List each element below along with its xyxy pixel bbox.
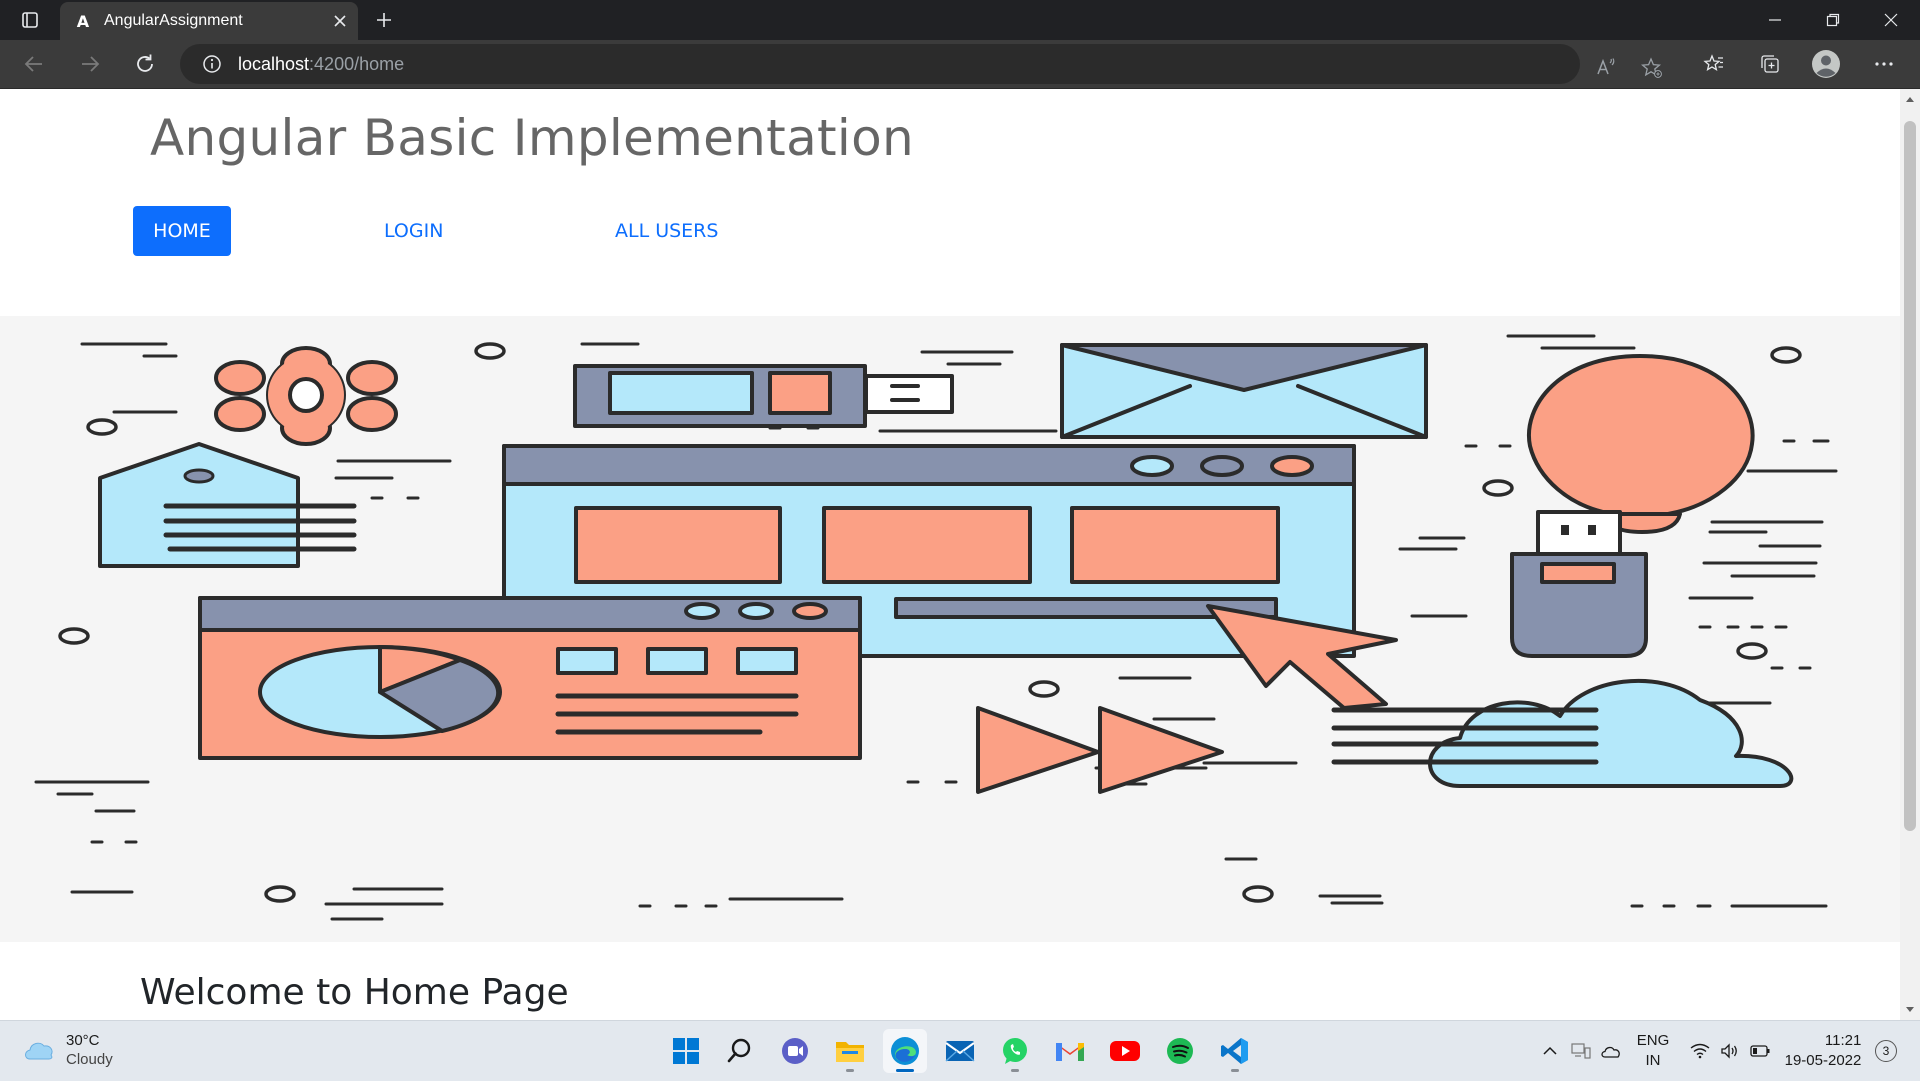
language-indicator[interactable]: ENG IN	[1628, 1021, 1678, 1081]
forward-arrow-icon[interactable]	[72, 46, 108, 82]
windows-taskbar: 30°C Cloudy	[0, 1020, 1920, 1081]
running-indicator	[896, 1069, 914, 1072]
tray-device-icon[interactable]	[1568, 1021, 1594, 1081]
nav-home-button[interactable]: HOME	[133, 206, 231, 256]
restore-icon[interactable]	[1804, 0, 1862, 40]
file-explorer-button[interactable]	[828, 1029, 872, 1073]
read-aloud-icon[interactable]	[1592, 54, 1620, 82]
web-development-illustration	[34, 334, 1838, 921]
page-title: Angular Basic Implementation	[150, 109, 914, 167]
page-scrollbar[interactable]	[1900, 89, 1920, 1020]
scroll-down-arrow-icon[interactable]	[1900, 1002, 1920, 1018]
mail-button[interactable]	[938, 1029, 982, 1073]
notification-center-button[interactable]: 3	[1874, 1021, 1898, 1081]
nav-login-link[interactable]: LOGIN	[384, 220, 444, 242]
search-button[interactable]	[718, 1029, 762, 1073]
chevron-up-icon	[1543, 1046, 1557, 1055]
collections-icon[interactable]	[1752, 46, 1788, 82]
vscode-button[interactable]	[1213, 1029, 1257, 1073]
running-indicator	[1011, 1069, 1019, 1072]
language-line2: IN	[1645, 1052, 1661, 1069]
address-bar[interactable]: localhost:4200/home	[180, 44, 1662, 84]
gmail-icon	[1056, 1043, 1084, 1061]
scrollbar-thumb[interactable]	[1904, 121, 1916, 831]
youtube-button[interactable]	[1103, 1029, 1147, 1073]
close-window-icon[interactable]	[1862, 0, 1920, 40]
tab-title: AngularAssignment	[104, 12, 243, 29]
search-icon	[727, 1038, 751, 1063]
browser-tab-active[interactable]: A AngularAssignment	[60, 2, 358, 40]
teams-chat-icon	[782, 1038, 808, 1064]
notification-count-badge: 3	[1875, 1040, 1897, 1062]
teams-chat-button[interactable]	[773, 1029, 817, 1073]
cloud-weather-icon	[25, 1042, 53, 1060]
refresh-icon[interactable]	[127, 46, 163, 82]
tab-actions-icon[interactable]	[0, 0, 60, 40]
add-favorite-icon[interactable]	[1638, 54, 1666, 82]
edge-button[interactable]	[883, 1029, 927, 1073]
whatsapp-button[interactable]	[993, 1029, 1037, 1073]
browser-tab-bar: A AngularAssignment	[0, 0, 1920, 40]
language-line1: ENG	[1636, 1032, 1670, 1049]
new-tab-icon[interactable]	[366, 2, 402, 38]
file-explorer-icon	[836, 1042, 864, 1062]
edge-icon	[891, 1037, 919, 1065]
weather-widget[interactable]: 30°C Cloudy	[22, 1031, 113, 1069]
clock-date: 19-05-2022	[1784, 1052, 1862, 1069]
battery-icon[interactable]	[1746, 1021, 1774, 1081]
more-options-icon[interactable]	[1866, 46, 1902, 82]
page-viewport: Angular Basic Implementation HOME LOGIN …	[0, 89, 1900, 1020]
start-button[interactable]	[664, 1029, 708, 1073]
onedrive-cloud-icon[interactable]	[1598, 1021, 1624, 1081]
spotify-icon	[1167, 1038, 1193, 1064]
welcome-heading: Welcome to Home Page	[140, 972, 569, 1013]
url-host: localhost	[238, 53, 310, 74]
site-info-icon[interactable]	[202, 54, 222, 74]
back-arrow-icon[interactable]	[16, 46, 52, 82]
wifi-icon[interactable]	[1686, 1021, 1714, 1081]
spotify-button[interactable]	[1158, 1029, 1202, 1073]
hero-banner	[0, 316, 1900, 942]
gmail-button[interactable]	[1048, 1029, 1092, 1073]
weather-temp: 30°C	[66, 1032, 100, 1049]
favorites-icon[interactable]	[1696, 46, 1732, 82]
whatsapp-icon	[1003, 1038, 1027, 1064]
minimize-icon[interactable]	[1746, 0, 1804, 40]
volume-icon[interactable]	[1716, 1021, 1744, 1081]
youtube-icon	[1110, 1041, 1140, 1061]
angular-favicon-icon: A	[76, 11, 90, 31]
scroll-up-arrow-icon[interactable]	[1900, 91, 1920, 107]
url-path: :4200/home	[309, 53, 405, 74]
nav-all-users-link[interactable]: ALL USERS	[615, 220, 719, 242]
browser-toolbar: localhost:4200/home	[0, 40, 1920, 89]
profile-avatar-icon[interactable]	[1808, 46, 1844, 82]
weather-condition: Cloudy	[66, 1051, 113, 1068]
windows-start-icon	[673, 1038, 699, 1064]
clock-time: 11:21	[1824, 1032, 1862, 1049]
mail-icon	[945, 1041, 975, 1062]
show-hidden-icons-button[interactable]	[1538, 1021, 1562, 1081]
close-tab-icon[interactable]	[322, 3, 358, 39]
clock[interactable]: 11:21 19-05-2022	[1778, 1021, 1868, 1081]
running-indicator	[846, 1069, 854, 1072]
running-indicator	[1231, 1069, 1239, 1072]
vscode-icon	[1221, 1038, 1248, 1064]
